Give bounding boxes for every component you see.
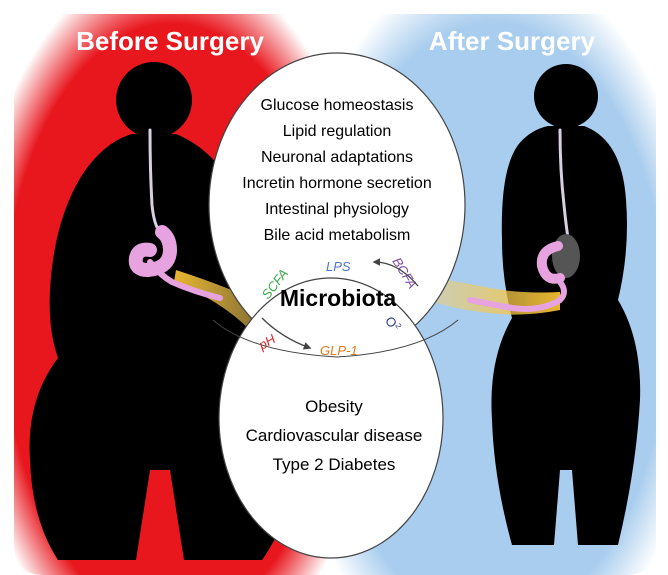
disease-outcomes-circle — [219, 278, 443, 558]
effect-item: Bile acid metabolism — [264, 227, 411, 244]
right-head — [534, 64, 598, 128]
condition-item: Type 2 Diabetes — [273, 455, 396, 474]
after-surgery-title: After Surgery — [429, 26, 596, 56]
glp1-label: GLP-1 — [320, 343, 358, 358]
lps-label: LPS — [326, 259, 351, 274]
condition-item: Cardiovascular disease — [246, 426, 423, 445]
effect-item: Neuronal adaptations — [261, 149, 413, 166]
gastric-band — [552, 234, 580, 278]
microbiota-label: Microbiota — [280, 285, 396, 311]
before-surgery-title: Before Surgery — [76, 26, 264, 56]
effect-item: Glucose homeostasis — [261, 97, 414, 114]
left-head — [116, 62, 192, 138]
condition-item: Obesity — [305, 397, 363, 416]
effect-item: Incretin hormone secretion — [242, 175, 431, 192]
effect-item: Intestinal physiology — [265, 201, 409, 218]
effect-item: Lipid regulation — [283, 123, 392, 140]
